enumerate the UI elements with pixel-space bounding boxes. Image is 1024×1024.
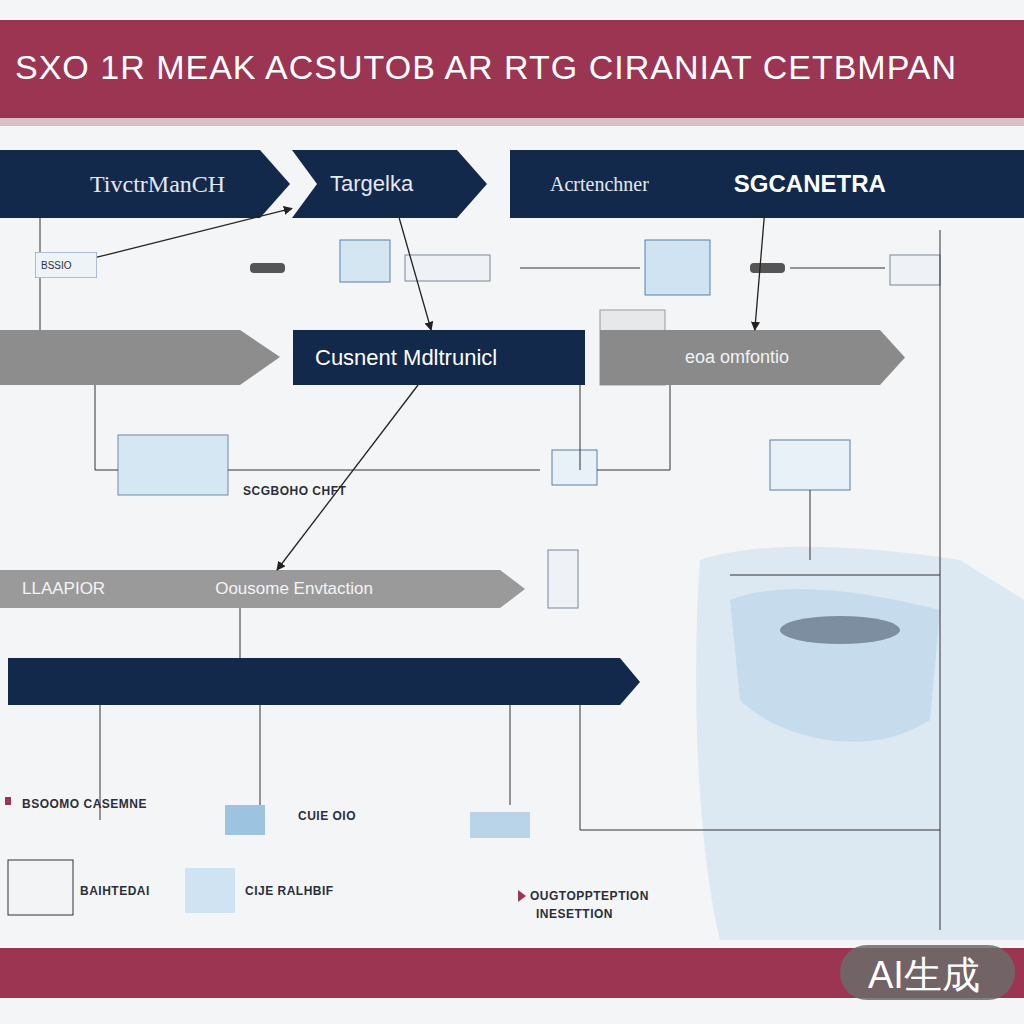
icon-pill [250,263,285,273]
icon-box [185,868,235,913]
gray-arrow-band [0,330,280,385]
caption-label: CUIE OIO [298,809,356,823]
icon-box [552,450,597,485]
navy-band [8,658,640,705]
caption-label: OUGTOPPTEPTION [530,889,649,903]
doc-box-fill [35,252,97,278]
caption-label: INESETTION [536,907,613,921]
connector-arrow [277,385,418,570]
icon-box [340,240,390,282]
icon-panel [118,435,228,495]
node-text: Cusnent Mdltrunicl [315,345,497,371]
icon-box [405,255,490,281]
icon-box [548,550,578,608]
chevron-step: Targelka [292,150,487,218]
watermark: AI生成 [868,950,980,1001]
node-text: TivctrManCH [90,171,225,198]
map-feature [780,616,900,644]
process-box: Cusnent Mdltrunicl [293,330,585,385]
caption-label: CIJE RALHBIF [245,884,334,898]
map-land [730,589,940,742]
title-bar-shadow [0,118,1024,126]
node-text: Targelka [330,171,413,197]
arrow-band: eoa omfontio [600,330,905,385]
caption-label: BSOOMO CASEMNE [22,797,147,811]
icon-panel [770,440,850,490]
connector-arrow [399,218,431,330]
chevron-step: TivctrManCH [0,150,290,218]
bullet-mark [5,797,11,805]
chevron-step-fill [292,150,487,218]
icon-box [470,812,530,838]
watermark-pill [840,945,1015,1000]
header-band-fill [510,150,1024,218]
node-text: BSSIO [41,260,72,271]
header-band: Acrtenchner SGCANETRA [510,150,1024,218]
doc-box: BSSIO [35,252,97,278]
diagram-title: SXO 1R MEAK ACSUTOB AR RTG CIRANIAT CETB… [15,48,957,87]
node-text: LLAAPIOR [22,579,105,599]
icon-box [8,860,73,915]
title-bar [0,20,1024,118]
arrow-band: LLAAPIOR Oousome Envtaction [0,570,525,608]
node-text: SGCANETRA [734,170,886,198]
icon-pill [750,263,785,273]
node-text: Acrtenchner [550,173,649,196]
bullet-mark [518,890,526,902]
process-box-fill [293,330,585,385]
caption-label: SCGBOHO CHFT [243,484,346,498]
arrow-band-fill [0,570,525,608]
arrow-band-fill [600,330,905,385]
chevron-step-fill [0,150,290,218]
map-region [696,547,1024,940]
node-text: Oousome Envtaction [215,579,373,599]
node-text: eoa omfontio [685,347,789,368]
icon-box [225,805,265,835]
icon-box [645,240,710,295]
connector-arrow [755,218,764,330]
caption-label: BAIHTEDAI [80,884,150,898]
connector-arrow [97,208,292,257]
icon-box [890,255,940,285]
